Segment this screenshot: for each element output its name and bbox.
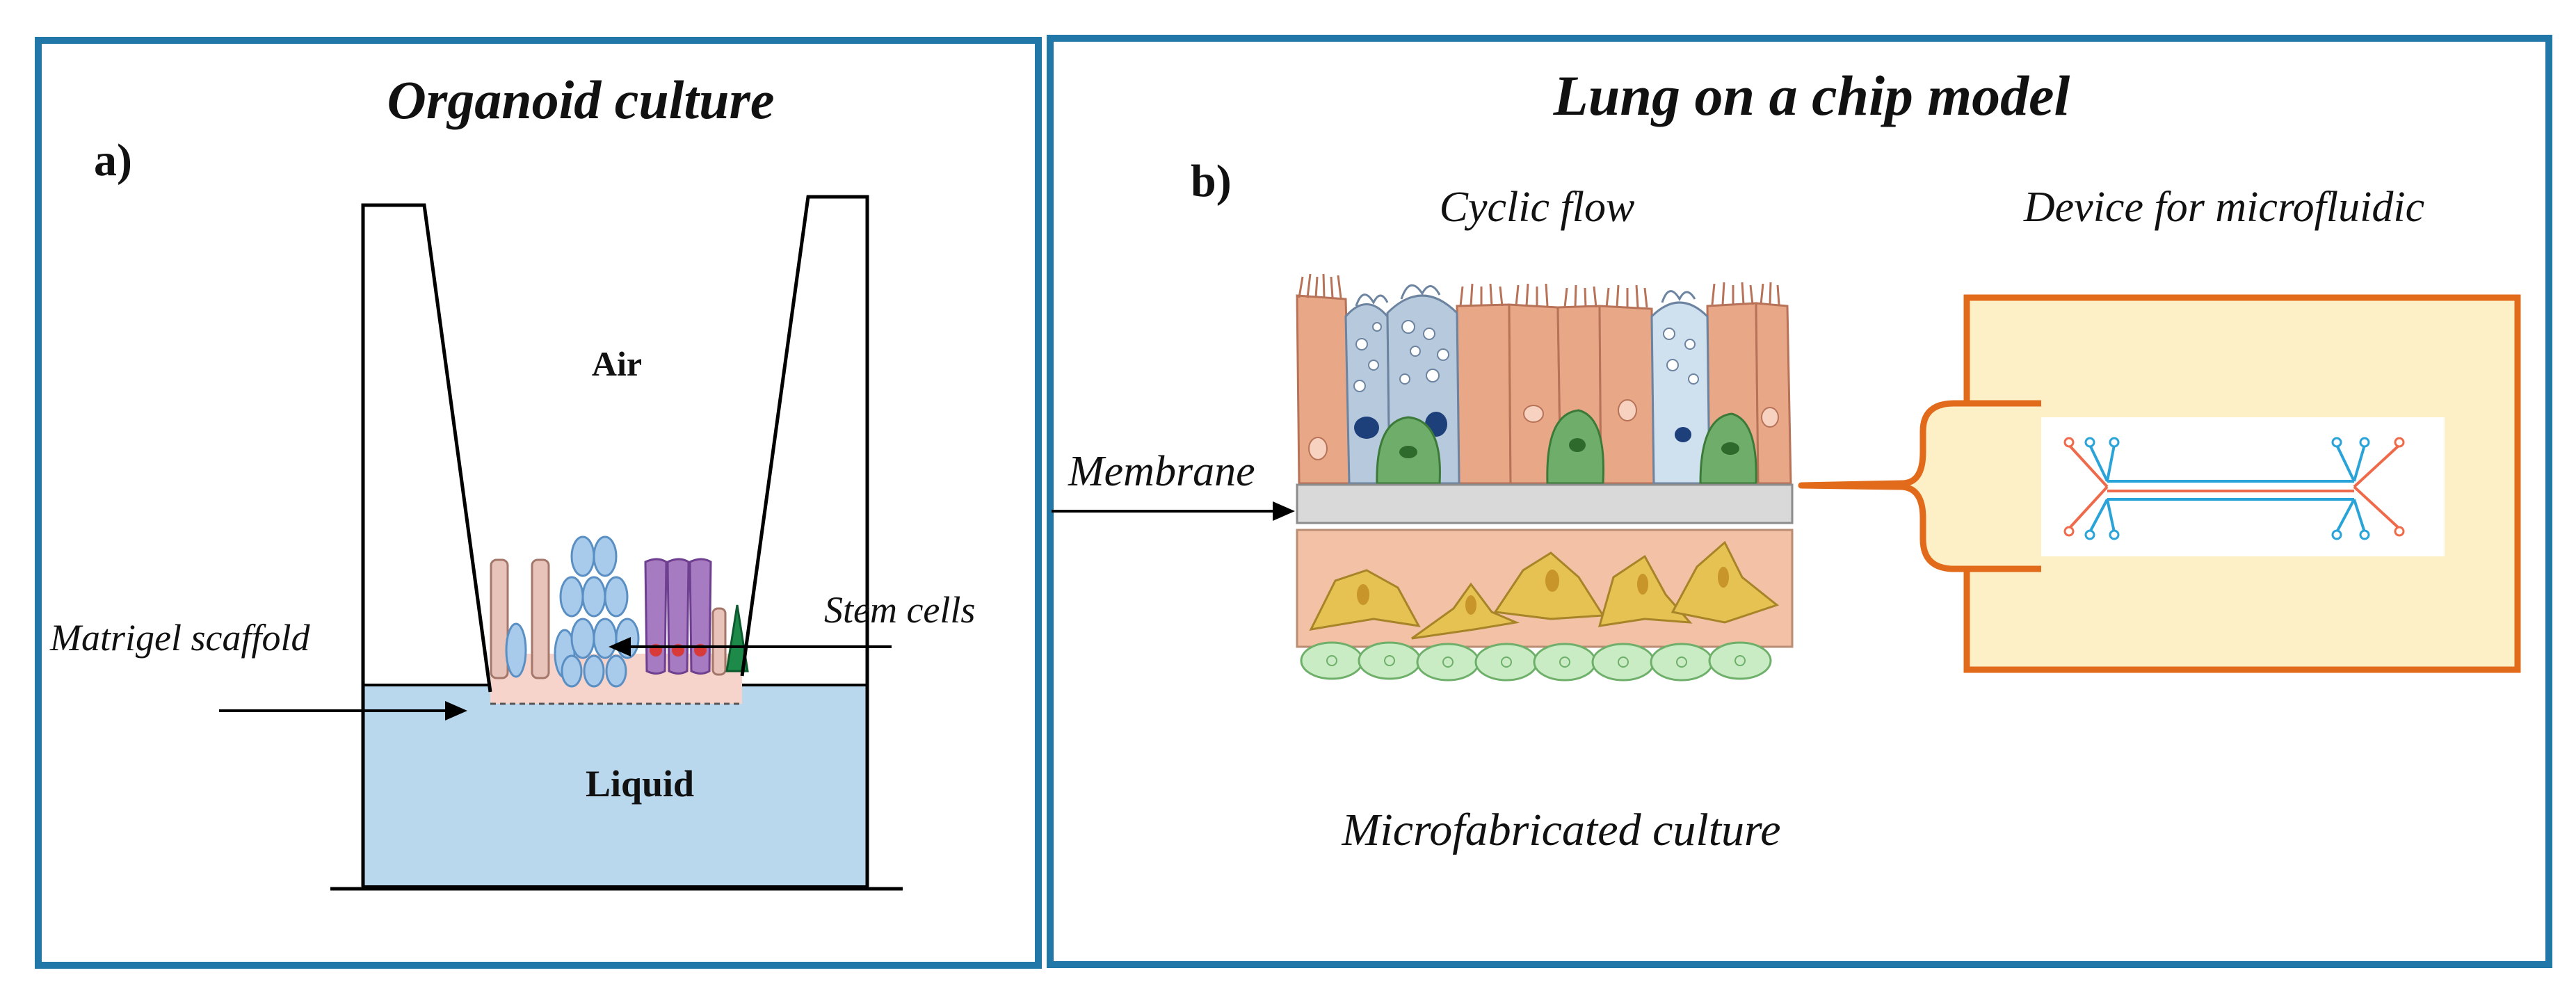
blue-cell — [583, 654, 605, 688]
nucleus — [1399, 446, 1417, 458]
nucleus — [1308, 437, 1328, 460]
nucleus — [1569, 438, 1586, 452]
epithelial-layer — [1296, 273, 1792, 485]
porous-membrane — [1296, 483, 1794, 524]
device-label: Device for microfluidic — [2023, 184, 2424, 231]
well-left-wall — [361, 203, 492, 887]
air-label: Air — [592, 344, 642, 383]
panel-b-frame — [1047, 35, 2552, 968]
epithelial-cell — [1456, 303, 1512, 485]
cyclic-flow-label: Cyclic flow — [1440, 184, 1635, 231]
endothelial-cells — [1300, 641, 1772, 682]
nucleus — [1721, 442, 1739, 455]
blue-cell — [593, 618, 618, 659]
panel-a: Organoid culture a) — [35, 37, 1042, 969]
mucus-puff — [1661, 290, 1696, 303]
callout-bracket — [1798, 400, 2041, 572]
blue-cell — [561, 654, 583, 688]
chip-ports — [2063, 437, 2405, 540]
endothelial-nuclei — [1326, 655, 1746, 668]
liquid-label: Liquid — [586, 763, 694, 805]
nucleus — [1545, 570, 1559, 592]
columnar-cell — [531, 558, 550, 679]
columnar-cell — [490, 558, 509, 679]
purple-ciliated-cell — [644, 558, 668, 675]
microfabricated-label: Microfabricated culture — [1341, 805, 1780, 855]
nucleus — [1675, 427, 1691, 442]
blue-cell — [570, 618, 595, 659]
blue-cell — [581, 576, 606, 618]
green-stem-cell — [725, 604, 749, 672]
panel-a-letter: a) — [94, 135, 132, 186]
chip-channels — [2068, 444, 2401, 533]
well-right-wall — [740, 195, 869, 887]
nucleus — [1718, 567, 1729, 588]
fibroblast-cell — [1411, 582, 1520, 640]
nucleus — [1637, 574, 1648, 595]
blue-cell — [570, 535, 595, 577]
goblet-granules — [1353, 320, 1699, 392]
epithelial-cell — [1755, 302, 1792, 485]
panel-a-title: Organoid culture — [387, 70, 775, 130]
stem-cells-label: Stem cells — [824, 589, 975, 631]
columnar-cell — [711, 607, 727, 676]
nucleus — [1465, 595, 1476, 615]
cilia — [1298, 273, 1780, 308]
panel-b-letter: b) — [1191, 156, 1232, 207]
matrigel-scaffold-label: Matrigel scaffold — [49, 617, 310, 659]
panel-b-title: Lung on a chip model — [1553, 64, 2070, 127]
nucleus — [1618, 399, 1637, 421]
panel-b: Lung on a chip model b) Cyclic flow Devi… — [1047, 35, 2552, 968]
nucleus — [1357, 584, 1369, 605]
panel-a-frame — [35, 37, 1042, 969]
chip-inset — [2041, 417, 2445, 556]
stem-cells-arrowhead — [609, 637, 631, 656]
goblet-cell — [1650, 301, 1711, 485]
epithelial-cell — [1598, 305, 1655, 485]
purple-ciliated-cell — [666, 558, 690, 675]
nucleus — [1523, 405, 1544, 423]
blue-cell — [559, 576, 584, 618]
fibroblast-cells — [1309, 540, 1780, 640]
membrane-arrowhead — [1273, 501, 1295, 521]
membrane-label: Membrane — [1068, 448, 1255, 495]
nucleus — [1354, 417, 1379, 439]
blue-cell — [505, 622, 527, 678]
purple-ciliated-cell — [689, 558, 712, 675]
blue-cell — [593, 535, 618, 577]
blue-cell — [604, 576, 629, 618]
matrigel-arrowhead — [445, 701, 467, 720]
mucus-puff — [1400, 284, 1441, 300]
blue-cell — [605, 654, 627, 688]
mucus-puff — [1355, 293, 1389, 307]
nucleus — [1761, 407, 1779, 428]
organoid-cells — [490, 535, 749, 688]
